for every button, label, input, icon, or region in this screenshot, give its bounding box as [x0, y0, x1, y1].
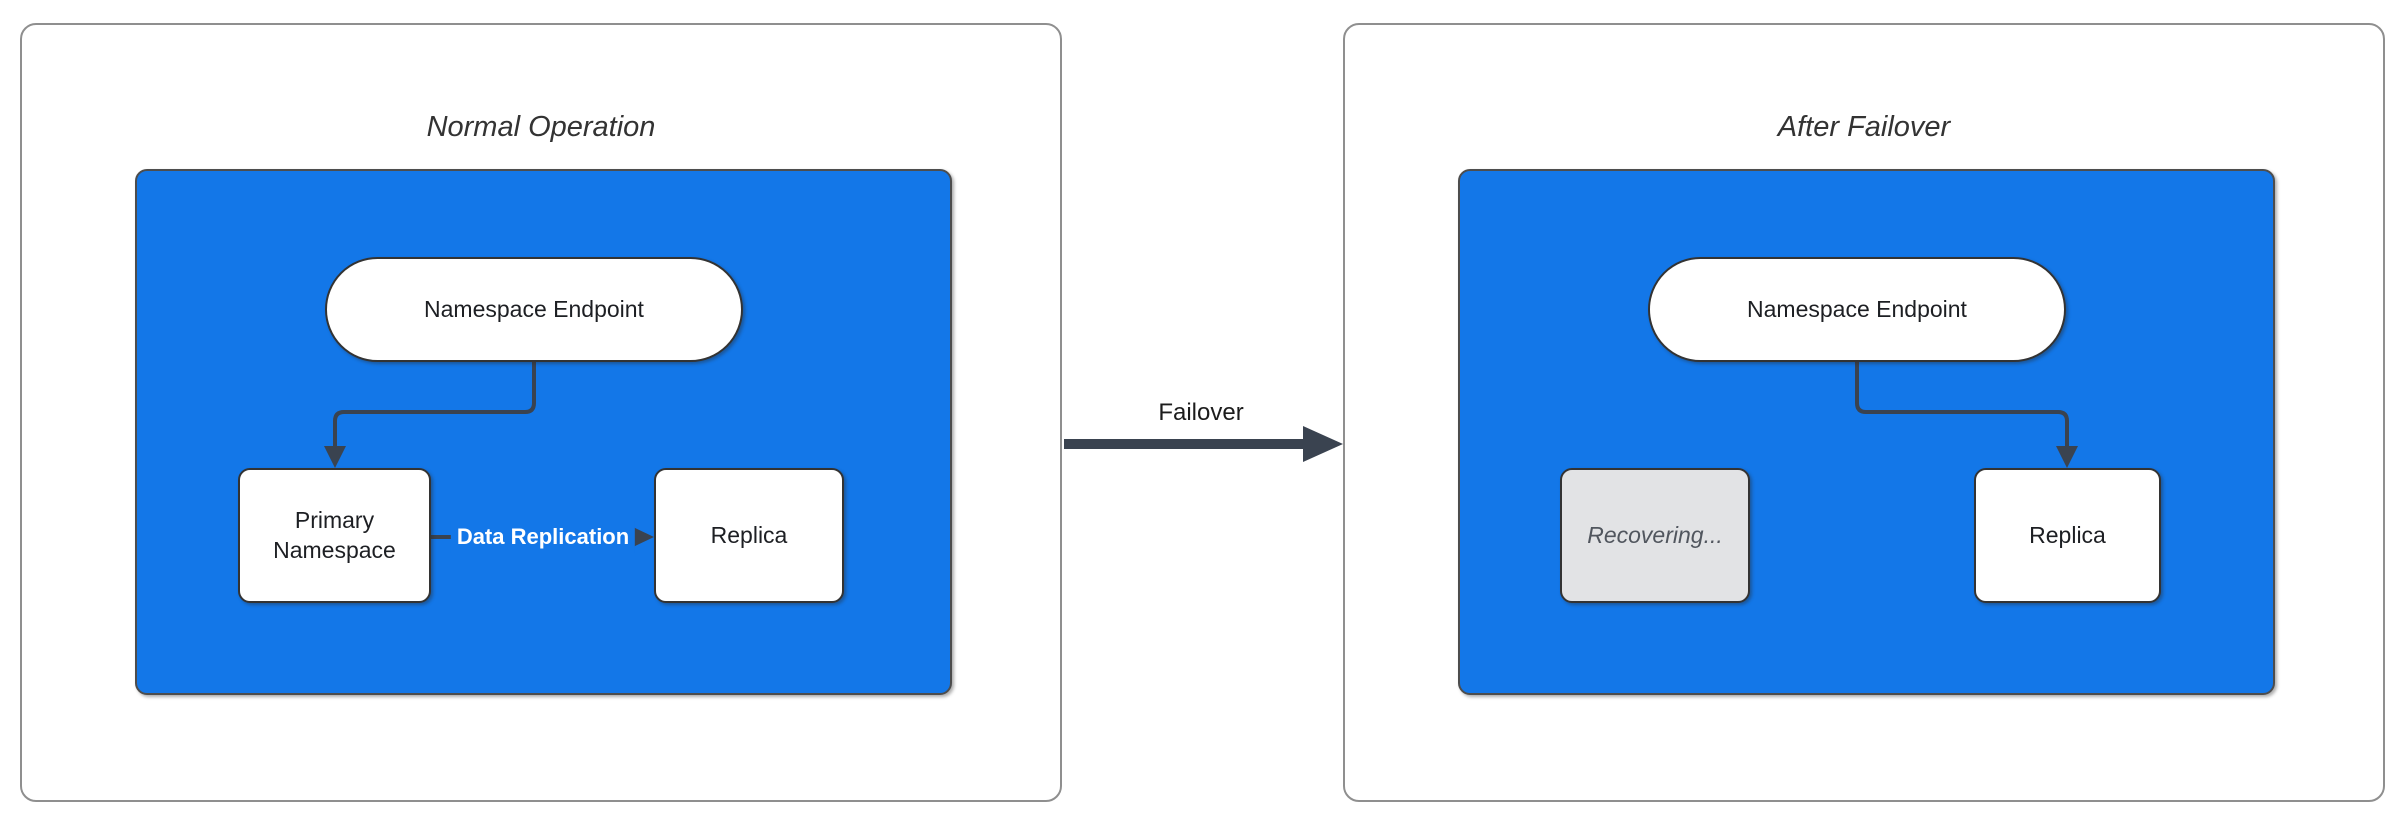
namespace-endpoint-node-left: Namespace Endpoint: [325, 257, 743, 362]
replica-node-left: Replica: [654, 468, 844, 603]
panel-after-failover: After Failover: [1343, 23, 2385, 802]
replica-label-right: Replica: [2029, 521, 2106, 548]
data-replication-label: Data Replication: [450, 521, 636, 553]
primary-namespace-label: Primary Namespace: [273, 506, 396, 563]
panel-normal-operation: Normal Operation: [20, 23, 1062, 802]
recovering-node: Recovering...: [1560, 468, 1750, 603]
namespace-endpoint-label-left: Namespace Endpoint: [424, 295, 644, 322]
recovering-label: Recovering...: [1587, 521, 1723, 548]
namespace-endpoint-node-right: Namespace Endpoint: [1648, 257, 2066, 362]
namespace-container-right: [1458, 169, 2275, 695]
namespace-endpoint-label-right: Namespace Endpoint: [1747, 295, 1967, 322]
namespace-container-left: [135, 169, 952, 695]
panel-title-normal-operation: Normal Operation: [426, 111, 656, 143]
panel-title-after-failover: After Failover: [1777, 111, 1951, 143]
failover-label: Failover: [1158, 399, 1244, 426]
replica-label-left: Replica: [710, 521, 788, 548]
replica-node-right: Replica: [1974, 468, 2161, 603]
primary-namespace-node: Primary Namespace: [238, 468, 431, 603]
failover-arrowhead: [1303, 426, 1343, 462]
